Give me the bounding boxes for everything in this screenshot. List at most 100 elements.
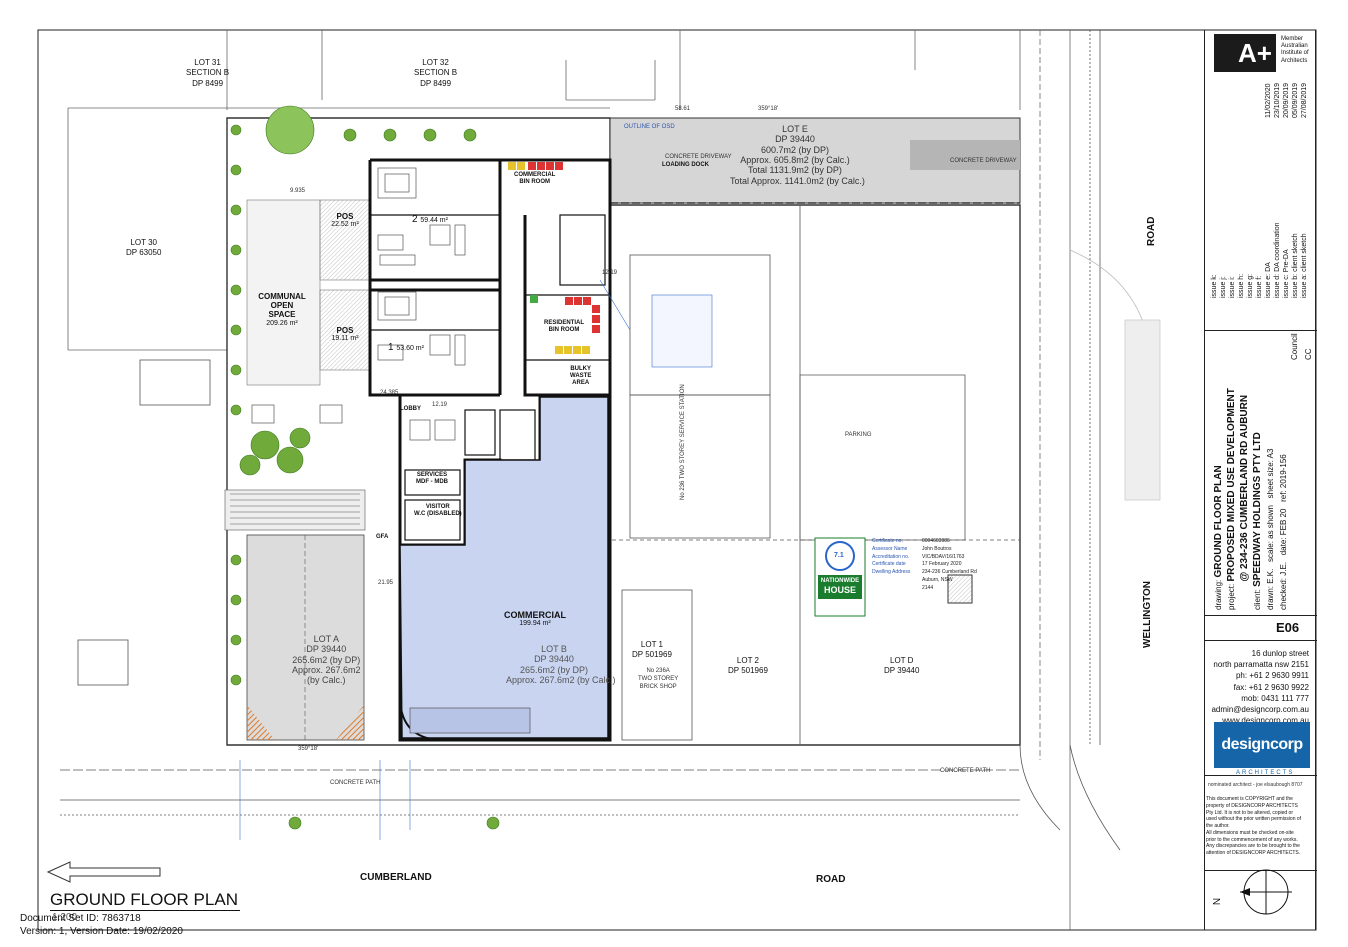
nathers-stars: 7.1 [834, 552, 844, 559]
lot-b-line: DP 39440 [534, 654, 574, 665]
address-line: admin@designcorp.com.au [1211, 704, 1309, 714]
date-label: date: [1279, 537, 1288, 556]
council-label: Council [1290, 333, 1299, 360]
address-line: fax: +61 2 9630 9922 [1233, 682, 1309, 692]
pos-top-label: POS 22.52 m² [325, 212, 365, 229]
furniture [251, 167, 531, 734]
cert-value: 2144 [922, 584, 934, 591]
lot30-line: DP 63050 [126, 248, 162, 258]
dim-bottom-bearing: 359°18' [298, 746, 319, 752]
residential-bin-line: BIN ROOM [548, 326, 580, 333]
pergola [224, 489, 366, 531]
osd-outline-label: OUTLINE OF OSD [624, 124, 675, 130]
services-line: SERVICES [416, 472, 448, 478]
issue-value: Pre-DA [1283, 249, 1290, 273]
pos-top-area: 22.52 m² [331, 221, 359, 229]
plan-north-arrow [46, 861, 161, 883]
project-info: drawing: GROUND FLOOR PLAN project: PROP… [1212, 388, 1290, 610]
lobby-label: LOBBY [400, 406, 421, 412]
lot-d-line: LOT D [890, 656, 914, 665]
unit2-label: 2 59.44 m² [412, 214, 448, 225]
nominated-architect: nominated architect - joe elsaubough 870… [1208, 782, 1303, 788]
copyright-line: This document is COPYRIGHT and the [1206, 796, 1293, 802]
bulky-waste-line: AREA [572, 379, 590, 386]
lot32-line: DP 8499 [420, 78, 452, 88]
sheet-value: A3 [1266, 448, 1275, 459]
issue-row: issue c: Pre-DA 20/09/2019 [1282, 83, 1291, 298]
lot-a-line: Approx. 267.6m2 [292, 665, 361, 676]
issue-value: client sketch [1301, 233, 1308, 272]
neighbour-boundaries [67, 30, 1071, 930]
sheet-label: sheet size: [1266, 460, 1275, 499]
address-line: 16 dunlop street [1251, 649, 1309, 658]
brick-shop-line: TWO STOREY [638, 675, 679, 682]
lot-2-label: LOT 2 DP 501969 [728, 656, 768, 677]
lot-e-label: LOT E DP 39440 600.7m2 (by DP) Approx. 6… [730, 124, 865, 186]
issue-date: 20/09/2019 [1283, 82, 1290, 118]
dim-top-width: 58.61 [675, 106, 691, 112]
services-line: MDF - MDB [416, 478, 448, 485]
dim-d3: 24.385 [380, 390, 399, 396]
lot-a-line: LOT A [313, 634, 339, 644]
issue-date: 05/09/2019 [1292, 82, 1299, 118]
aia-member-text: Member Australian Institute of Architect… [1281, 36, 1309, 65]
pos-bottom-title: POS [336, 326, 354, 335]
parking-label: PARKING [845, 432, 872, 438]
trees [230, 105, 500, 830]
commercial-bin-line: BIN ROOM [519, 178, 550, 185]
commercial-bin-label: COMMERCIAL BIN ROOM [514, 172, 555, 186]
pos-bottom-label: POS 19.11 m² [325, 326, 365, 343]
issue-label: issue h: [1238, 273, 1245, 298]
issue-label: issue e: [1265, 273, 1272, 298]
dim-d5: 21.95 [378, 580, 394, 586]
cert-label: Accreditation no. [872, 553, 910, 560]
issue-value: DA [1265, 262, 1272, 272]
lot-1-line: DP 501969 [632, 650, 672, 660]
cert-value: 0004603986 [922, 538, 950, 544]
plan-title-underline [50, 910, 240, 911]
lot-1-line: LOT 1 [640, 640, 663, 649]
north-arrow-icon [1240, 869, 1292, 915]
pos-bottom-area: 19.11 m² [331, 335, 359, 343]
lot-e-line: Total Approx. 1141.0m2 (by Calc.) [730, 175, 865, 186]
street-cumberland: CUMBERLAND [360, 872, 432, 883]
visitor-wc-label: VISITOR W.C (DISABLED) [414, 504, 462, 518]
issue-label: issue c: [1283, 274, 1290, 298]
commercial-tenancy [399, 396, 609, 739]
copyright-line: Any discrepancies are to be brought to t… [1206, 843, 1300, 850]
issue-label: issue g: [1247, 273, 1254, 298]
checked-row: checked: J.E. date: FEB 20 ref: 2019-156 [1277, 388, 1290, 610]
lot-d-line: DP 39440 [884, 666, 920, 676]
scale-value: as shown [1266, 505, 1275, 539]
unit1-area: 53.60 m² [396, 345, 424, 352]
lot-a-parking [246, 534, 365, 741]
cert-label: Certificate date [872, 561, 906, 568]
communal-area: 209.26 m² [266, 319, 298, 327]
concrete-driveway-label: CONCRETE DRIVEWAY [665, 154, 732, 160]
sheet-border [37, 29, 1317, 931]
issue-row: issue g: [1246, 223, 1255, 298]
brick-shop-line: No 236A [646, 668, 670, 674]
cert-value: 234-236 Cumberland Rd [922, 569, 977, 575]
client-value: SPEEDWAY HOLDINGS PTY LTD [1252, 432, 1263, 587]
date-value: FEB 20 [1279, 508, 1288, 536]
issue-label: issue i: [1229, 276, 1236, 298]
lot-e-line: Total 1131.9m2 (by DP) [748, 165, 842, 176]
services-label: SERVICES MDF - MDB [416, 472, 448, 486]
unit2-number: 2 [412, 214, 418, 225]
unit2-area: 59.44 m² [420, 217, 448, 224]
unit1-label: 1 53.60 m² [388, 342, 424, 353]
communal-line: COMMUNAL [258, 292, 306, 301]
commercial-label: COMMERCIAL 199.94 m² [500, 610, 570, 628]
visitor-wc-line: VISITOR [425, 504, 450, 510]
lot-b-label: LOT B DP 39440 265.6m2 (by DP) Approx. 2… [506, 644, 616, 685]
lot32-line: LOT 32 [422, 58, 449, 67]
drawing-row: drawing: GROUND FLOOR PLAN [1212, 388, 1225, 610]
lot-e-line: LOT E [782, 124, 808, 134]
lot32-line: SECTION B [414, 68, 458, 78]
dim-d2: 12.19 [432, 402, 448, 408]
communal-line: OPEN [270, 301, 294, 311]
nathers-badge [814, 537, 973, 617]
